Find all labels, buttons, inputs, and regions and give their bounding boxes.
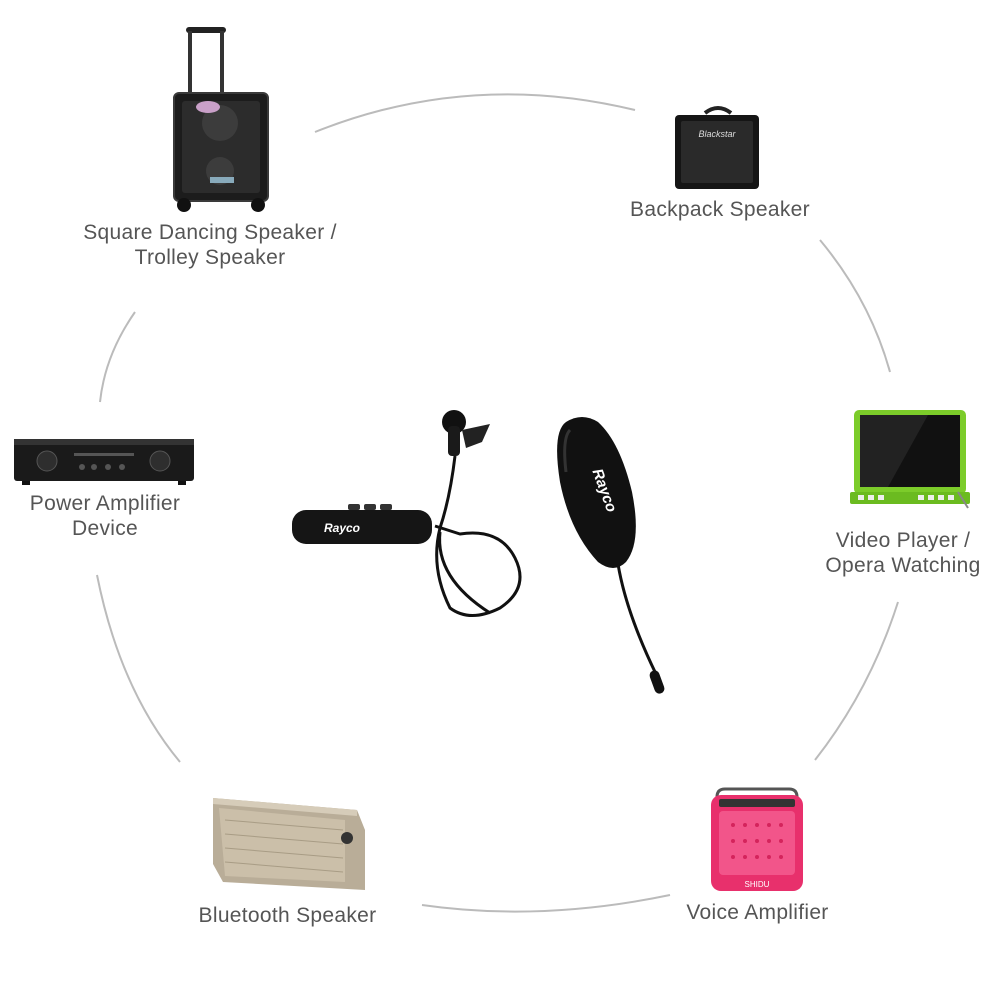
arc-top-left (99, 311, 136, 403)
label-trolley-line2: Trolley Speaker (134, 246, 286, 269)
lavalier-transmitter-image: Rayco (292, 410, 522, 617)
label-backpack-speaker: Backpack Speaker (610, 197, 830, 222)
label-bluetooth-text: Bluetooth Speaker (198, 904, 377, 927)
label-video-player: Video Player / Opera Watching (810, 528, 996, 578)
label-video-line2: Opera Watching (825, 554, 981, 577)
transmitter-logo: Rayco (324, 521, 360, 535)
label-voice-amplifier: Voice Amplifier (665, 900, 850, 925)
label-trolley-speaker: Square Dancing Speaker / Trolley Speaker (60, 220, 360, 270)
label-backpack-text: Backpack Speaker (630, 198, 810, 221)
video-player-image (850, 410, 970, 509)
voice-amplifier-image: SHIDU (711, 787, 803, 891)
bluetooth-speaker-image (213, 798, 365, 890)
amp-brand-logo: Blackstar (698, 129, 736, 139)
label-voice-text: Voice Amplifier (686, 901, 829, 924)
trolley-speaker-image (173, 27, 269, 212)
voice-brand-logo: SHIDU (745, 880, 770, 889)
arc-left (96, 574, 181, 763)
arc-bottom (421, 894, 671, 913)
arc-right (814, 601, 899, 761)
label-bluetooth-speaker: Bluetooth Speaker (180, 903, 395, 928)
handheld-transmitter-image: Rayco (557, 417, 665, 694)
arc-top (314, 93, 636, 133)
label-trolley-line1: Square Dancing Speaker / (83, 221, 337, 244)
arc-top-right (819, 239, 891, 373)
label-video-line1: Video Player / (835, 529, 971, 552)
label-amp-line1: Power Amplifier (29, 492, 181, 515)
backpack-speaker-image: Blackstar (675, 106, 759, 189)
label-amp-line2: Device (72, 517, 138, 540)
label-power-amplifier: Power Amplifier Device (15, 491, 195, 541)
power-amplifier-image (14, 439, 194, 485)
